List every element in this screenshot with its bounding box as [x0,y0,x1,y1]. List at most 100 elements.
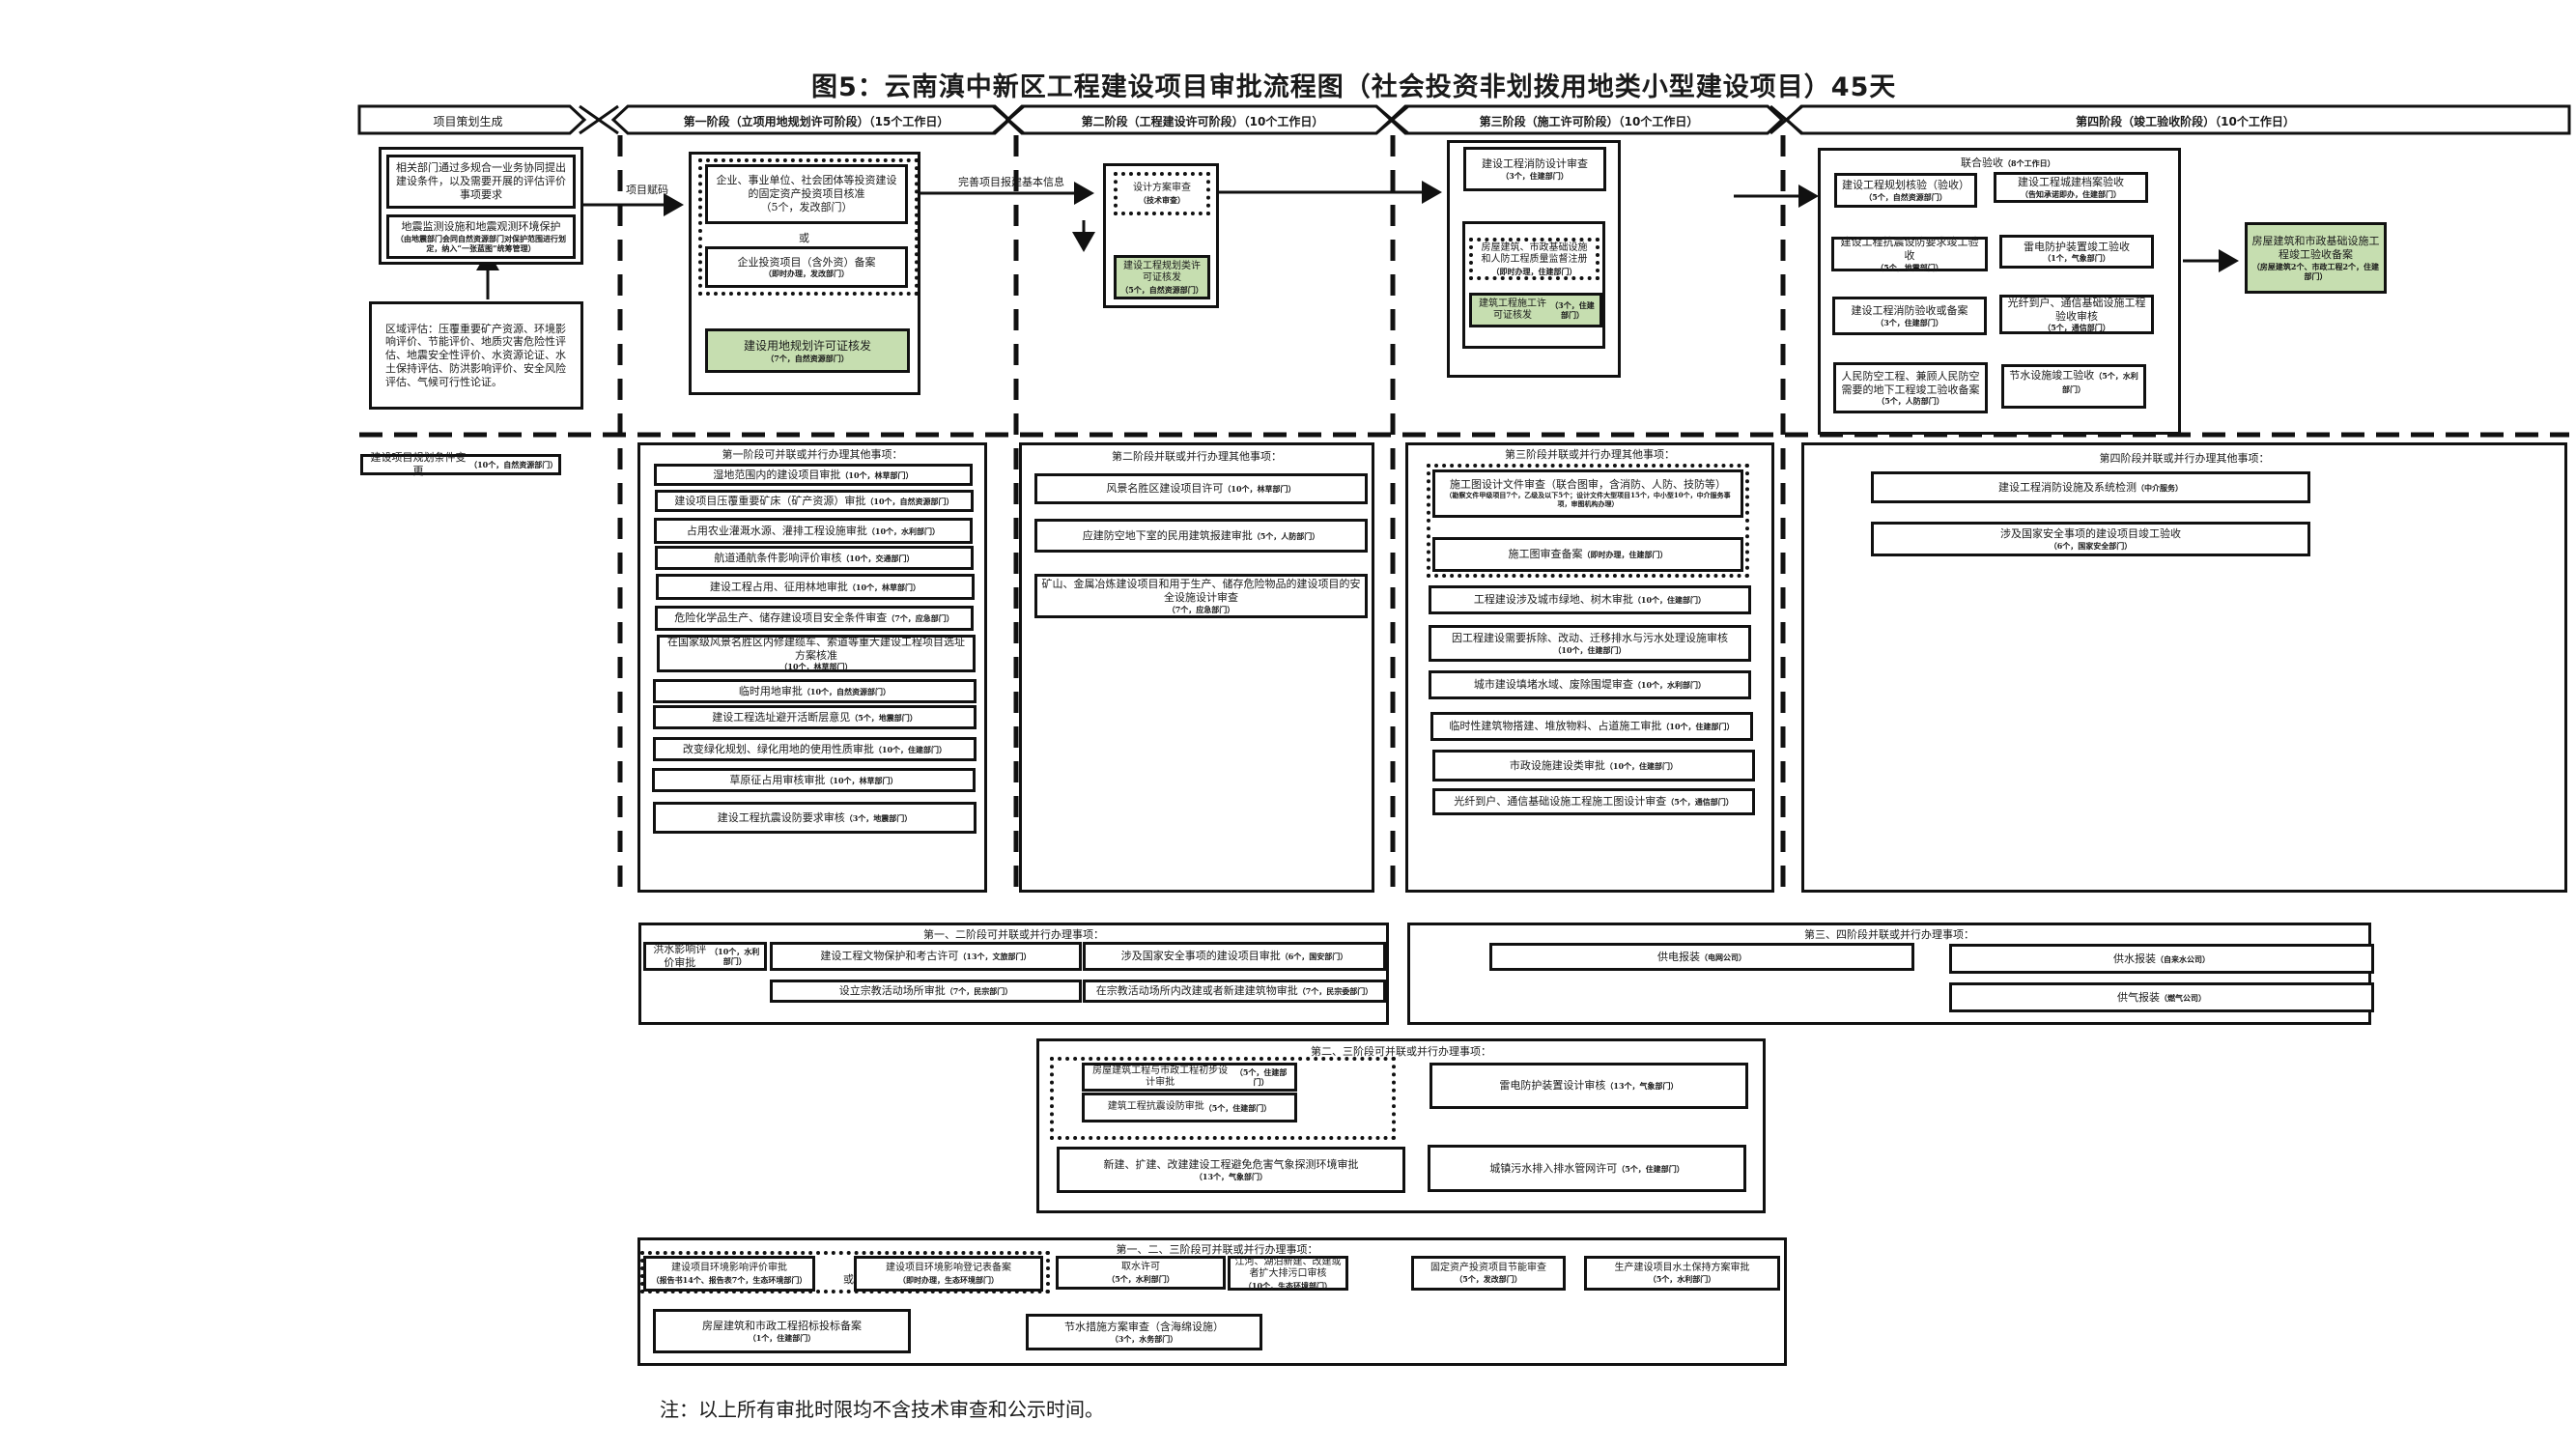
parallel-stage2-item-note: （5个，人防部门） [1252,530,1320,541]
parallel-stage3-item-text: 城市建设填堵水域、废除围堤审查 [1473,678,1633,692]
parallel-123-item-text: 节水措施方案审查（含海绵设施） [1064,1321,1224,1334]
parallel-123-item: 固定资产投资项目节能审查（5个，发改部门） [1411,1256,1566,1291]
joint-acceptance-item: 建设工程抗震设防要求竣工验收（5个，地震部门） [1831,236,1988,272]
parallel-stage1-item-text: 湿地范围内的建设项目审批 [713,468,841,481]
improve-info-label: 完善项目报建基本信息 [958,176,1064,188]
parallel-23-item-note: （13个，气象部门） [1194,1171,1268,1181]
parallel-stage1-item-note: （10个，住建部门） [873,744,948,754]
parallel-stage1-item: 建设工程占用、征用林地审批（10个，林草部门） [656,574,975,600]
parallel-23-item-note: （5个，住建部门） [1203,1102,1272,1113]
planning-conditions-text: 相关部门通过多规合一业务协同提出建设条件，以及需要开展的评估评价事项要求 [396,161,566,201]
parallel-stage1-item: 改变绿化规划、绿化用地的使用性质审批（10个，住建部门） [653,737,977,761]
joint-acceptance-item-text: 建设工程城建档案验收 [2018,176,2124,189]
parallel-23-item-text: 城镇污水排入排水管网许可 [1489,1161,1618,1175]
joint-acceptance-title-text: 联合验收 [1961,156,2003,169]
parallel-stage1-item-note: （10个，林草部门） [825,775,898,785]
parallel-123-item-note: （5个，发改部门） [1455,1274,1522,1285]
parallel-stage1-item-text: 占用农业灌溉水源、灌排工程设施审批 [686,524,867,537]
stage3-inner-frame [1462,221,1605,349]
planning-change-text: 建设项目规划条件变更 [370,451,467,477]
parallel-12-item: 涉及国家安全事项的建设项目审批（6个，国安部门） [1083,942,1386,971]
land-use-permit-box: 建设用地规划许可证核发 （7个，自然资源部门） [705,328,910,373]
parallel-stage1-item-text: 危险化学品生产、储存建设项目安全条件审查 [674,611,888,625]
parallel-23-item: 建筑工程抗震设防审批（5个，住建部门） [1082,1093,1297,1122]
parallel-stage1-item-text: 建设项目压覆重要矿床（矿产资源）审批 [674,494,866,507]
parallel-123-title: 第一、二、三阶段可并联或并行办理事项： [1116,1243,1318,1256]
quality-supervision-text: 房屋建筑、市政基础设施和人防工程质量监督注册 [1481,242,1588,266]
parallel-123-item-text: 生产建设项目水土保持方案审批 [1614,1262,1750,1273]
parallel-stage4-item-note: （6个，国家安全部门） [2049,540,2133,551]
joint-acceptance-item-text: 光纤到户、通信基础设施工程验收审核 [2007,296,2146,323]
parallel-12-item-note: （6个，国安部门） [1280,952,1348,961]
parallel-stage3-item-text: 光纤到户、通信基础设施工程施工图设计审查 [1454,795,1667,809]
construction-permit-note: （3个，住建部门） [1550,300,1595,320]
parallel-12-item-note: （13个，文旅部门） [958,952,1032,961]
parallel-stage1-item-text: 建设工程占用、征用林地审批 [709,580,848,593]
header-stage2: 第二阶段（工程建设许可阶段）（10个工作日） [1081,115,1324,128]
parallel-123-item-text: 固定资产投资项目节能审查 [1430,1262,1546,1273]
parallel-23-item-text: 房屋建筑工程与市政工程初步设计审批 [1092,1065,1229,1089]
header-planning: 项目策划生成 [433,115,503,128]
parallel-stage2-item-note: （10个，林草部门） [1223,484,1296,494]
parallel-stage1-item: 危险化学品生产、储存建设项目安全条件审查（7个，应急部门） [655,606,974,631]
joint-acceptance-item-text: 建设工程抗震设防要求竣工验收 [1840,236,1979,262]
header-stage3: 第三阶段（施工许可阶段）（10个工作日） [1479,115,1699,128]
joint-acceptance-item-text: 人民防空工程、兼顾人民防空需要的地下工程竣工验收备案 [1841,369,1980,396]
stage1-dotted-group [698,158,919,296]
construction-permit-box: 建筑工程施工许可证核发 （3个，住建部门） [1469,293,1602,327]
investment-record-text: 企业投资项目（含外资）备案 [737,255,876,269]
parallel-stage2-item: 应建防空地下室的民用建筑报建审批（5个，人防部门） [1034,519,1368,553]
parallel-stage1-item: 航道通航条件影响评价审核（10个，交通部门） [655,546,974,570]
parallel-123-item-text: 江河、湖泊新建、改建或者扩大排污口审核 [1234,1256,1342,1280]
joint-acceptance-item-note: （5个，通信部门） [2043,323,2110,333]
planning-permit-text: 建设工程规划类许可证核发 [1123,260,1201,284]
parallel-stage4-item: 建设工程消防设施及系统检测（中介服务） [1871,471,2310,503]
investment-approval-note: （5个，发改部门） [760,200,853,213]
parallel-stage3-item-text: 因工程建设需要拆除、改动、迁移排水与污水处理设施审核 [1452,632,1728,645]
parallel-123-item: 江河、湖泊新建、改建或者扩大排污口审核（10个，生态环境部门） [1228,1256,1348,1291]
parallel-123-item: 建设项目环境影响登记表备案（即时办理，生态环境部门） [854,1256,1043,1292]
parallel-stage2-item-note: （7个，应急部门） [1167,604,1235,614]
parallel-23-item-note: （13个，气象部门） [1605,1081,1679,1091]
parallel-stage1-item-note: （3个，地震部门） [844,812,913,823]
joint-acceptance-item: 建设工程消防验收或备案（3个，住建部门） [1832,297,1987,335]
parallel-23-item-note: （5个，住建部门） [1617,1163,1684,1174]
drawing-record-box: 施工图审查备案 （即时办理，住建部门） [1432,537,1743,572]
parallel-stage1-item-note: （10个，水利部门） [866,526,941,536]
quality-supervision-note: （即时办理，住建部门） [1491,266,1577,276]
drawing-review-dotted-group [1427,464,1749,578]
joint-acceptance-item-text: 建设工程消防验收或备案 [1851,304,1968,318]
planning-change-box: 建设项目规划条件变更 （10个，自然资源部门） [360,451,561,477]
planning-conditions-box: 相关部门通过多规合一业务协同提出建设条件，以及需要开展的评估评价事项要求 [386,155,576,209]
parallel-stage4-title: 第四阶段并联或并行办理其他事项： [2099,452,2270,465]
parallel-stage1-item-note: （7个，应急部门） [887,613,954,623]
land-use-permit-text: 建设用地规划许可证核发 [743,338,871,353]
parallel-stage1-item-text: 临时用地审批 [738,684,803,697]
parallel-12-item-text: 洪水影响评价审批 [653,943,707,969]
parallel-23-item: 城镇污水排入排水管网许可（5个，住建部门） [1428,1145,1746,1192]
parallel-23-item-text: 新建、扩建、改建建设工程避免危害气象探测环境审批 [1103,1158,1359,1172]
parallel-stage3-item: 城市建设填堵水域、废除围堤审查（10个，水利部门） [1429,670,1751,699]
parallel-stage2-item-text: 应建防空地下室的民用建筑报建审批 [1082,528,1253,542]
investment-record-box: 企业投资项目（含外资）备案 （即时办理，发改部门） [705,246,908,288]
parallel-stage1-item-text: 建设工程选址避开活断层意见 [712,710,851,724]
parallel-stage3-item-note: （10个，住建部门） [1604,760,1679,771]
fire-design-review-note: （3个，住建部门） [1501,170,1569,181]
parallel-stage1-item-text: 航道通航条件影响评价审核 [714,551,842,564]
parallel-stage3-item: 市政设施建设类审批（10个，住建部门） [1432,750,1755,781]
regional-assessment-text: 区域评估：压覆重要矿产资源、环境影响评价、节能评价、地质灾害危险性评估、地震安全… [385,322,566,388]
parallel-stage2-item-text: 矿山、金属冶炼建设项目和用于生产、储存危险物品的建设项目的安全设施设计审查 [1041,578,1361,604]
investment-approval-text: 企业、事业单位、社会团体等投资建设的固定资产投资项目核准 [716,174,897,201]
seismic-protection-box: 地震监测设施和地震观测环境保护 （由地震部门会同自然资源部门对保护范围进行划定，… [386,214,576,259]
parallel-23-item-note: （5个，住建部门） [1234,1067,1288,1087]
parallel-12-item-note: （7个，民宗委部门） [1297,986,1373,996]
parallel-123-item-text: 建设项目环境影响登记表备案 [886,1263,1011,1274]
or-label: 或 [799,232,809,244]
parallel-123-or-label: 或 [843,1273,854,1286]
parallel-123-item-note: （5个，水利部门） [1648,1274,1716,1285]
parallel-23-item: 雷电防护装置设计审核（13个，气象部门） [1430,1063,1748,1109]
parallel-12-item: 在宗教活动场所内改建或者新建建筑物审批（7个，民宗委部门） [1083,980,1386,1003]
parallel-stage3-item: 临时性建筑物搭建、堆放物料、占道施工审批（10个，住建部门） [1430,712,1753,741]
parallel-123-dotted-group [640,1251,1050,1293]
parallel-123-item-note: （3个，水务部门） [1110,1333,1178,1344]
